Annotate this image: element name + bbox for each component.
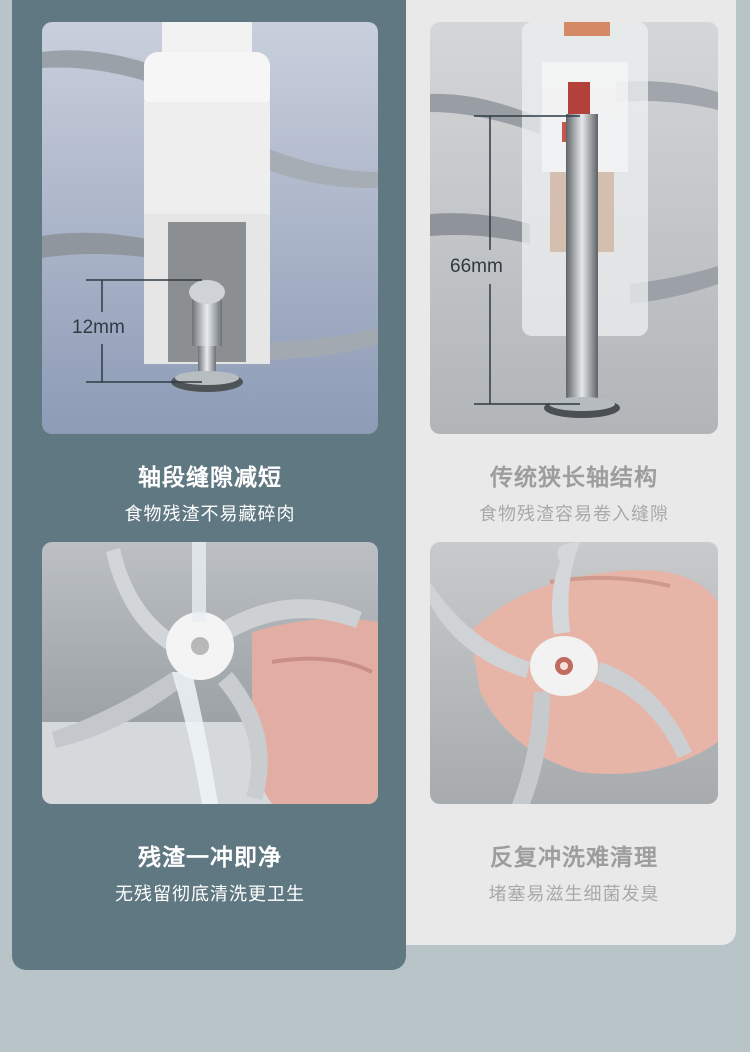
long-shaft-illustration	[430, 22, 718, 434]
short-shaft-illustration	[42, 22, 378, 434]
caption-title: 传统狭长轴结构	[490, 465, 658, 491]
rinse-clean-illustration	[42, 542, 378, 804]
short-shaft-measure: 12mm	[72, 317, 125, 338]
caption-top-left: 轴段缝隙减短 食物残渣不易藏碎肉	[42, 458, 378, 526]
hard-clean-image	[430, 542, 718, 804]
caption-title: 残渣一冲即净	[138, 845, 282, 871]
caption-bottom-right: 反复冲洗难清理 堵塞易滋生细菌发臭	[430, 838, 718, 906]
caption-top-right: 传统狭长轴结构 食物残渣容易卷入缝隙	[430, 458, 718, 526]
rinse-clean-image	[42, 542, 378, 804]
caption-title: 轴段缝隙减短	[138, 465, 282, 491]
long-shaft-image: 66mm	[430, 22, 718, 434]
caption-bottom-left: 残渣一冲即净 无残留彻底清洗更卫生	[42, 838, 378, 906]
hard-clean-illustration	[430, 542, 718, 804]
caption-subtitle: 食物残渣容易卷入缝隙	[479, 504, 669, 525]
long-shaft-measure: 66mm	[450, 256, 503, 277]
caption-subtitle: 堵塞易滋生细菌发臭	[488, 884, 660, 905]
caption-title: 反复冲洗难清理	[490, 845, 658, 871]
short-shaft-image: 12mm	[42, 22, 378, 434]
caption-subtitle: 食物残渣不易藏碎肉	[124, 504, 296, 525]
caption-subtitle: 无残留彻底清洗更卫生	[115, 884, 305, 905]
